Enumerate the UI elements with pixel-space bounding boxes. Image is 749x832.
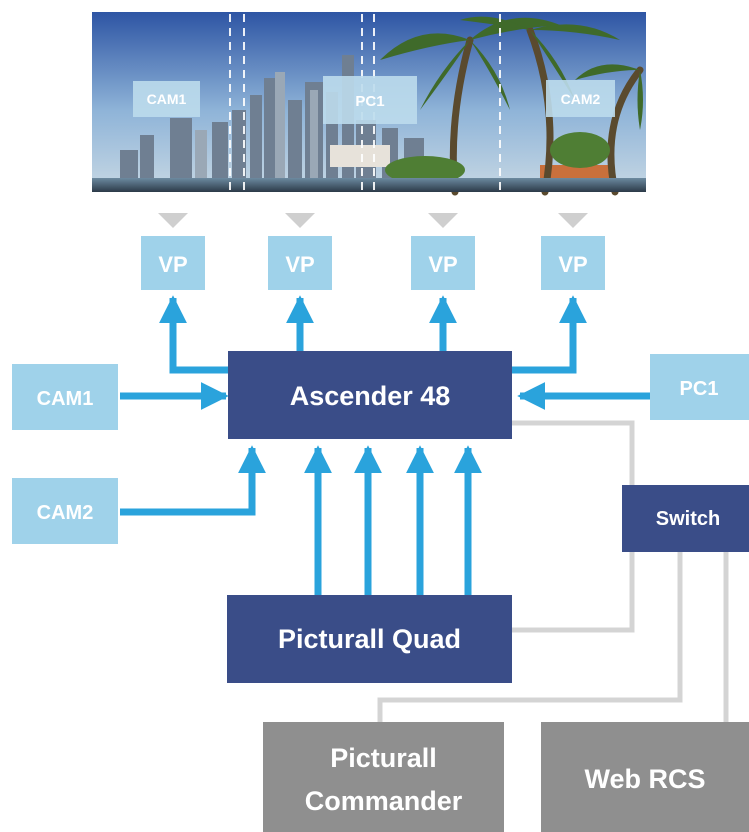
ascender-48-box (228, 351, 512, 439)
vp-box-1 (141, 236, 205, 290)
network-switch-label: Switch (656, 508, 720, 530)
display-label-cam1-text: CAM1 (147, 91, 187, 107)
vp-box-3 (411, 236, 475, 290)
display-label-cam2-text: CAM2 (561, 91, 601, 107)
picturall-commander-line1: Picturall (330, 743, 437, 773)
cam1-input-label: CAM1 (37, 388, 94, 410)
cam2-input-box (12, 478, 118, 544)
vp-label-1: VP (158, 252, 187, 277)
vp-box-2 (268, 236, 332, 290)
cam2-input-label: CAM2 (37, 502, 94, 524)
picturall-quad-label: Picturall Quad (278, 624, 461, 654)
network-switch-box (622, 485, 749, 552)
picturall-commander-box (263, 722, 504, 832)
vp-label-2: VP (285, 252, 314, 277)
network-lines (377, 420, 729, 722)
display-label-pc1 (323, 76, 417, 124)
vp-box-4 (541, 236, 605, 290)
cam1-input-box (12, 364, 118, 430)
display-label-cam2 (546, 80, 615, 117)
picturall-quad-box (227, 595, 512, 683)
vp-row: VP VP VP VP (141, 236, 605, 290)
picturall-commander-line2: Commander (305, 786, 463, 816)
web-rcs-box (541, 722, 749, 832)
vp-label-3: VP (428, 252, 457, 277)
display-label-cam1 (133, 81, 200, 117)
projection-triangles (158, 213, 588, 228)
video-wall-image: CAM1 PC1 CAM2 (92, 12, 646, 196)
pc1-input-box (650, 354, 749, 420)
pc1-input-label: PC1 (680, 378, 719, 400)
signal-arrows (120, 295, 650, 595)
web-rcs-label: Web RCS (584, 764, 705, 794)
vp-label-4: VP (558, 252, 587, 277)
display-label-pc1-text: PC1 (355, 93, 384, 110)
ascender-48-label: Ascender 48 (290, 381, 451, 411)
